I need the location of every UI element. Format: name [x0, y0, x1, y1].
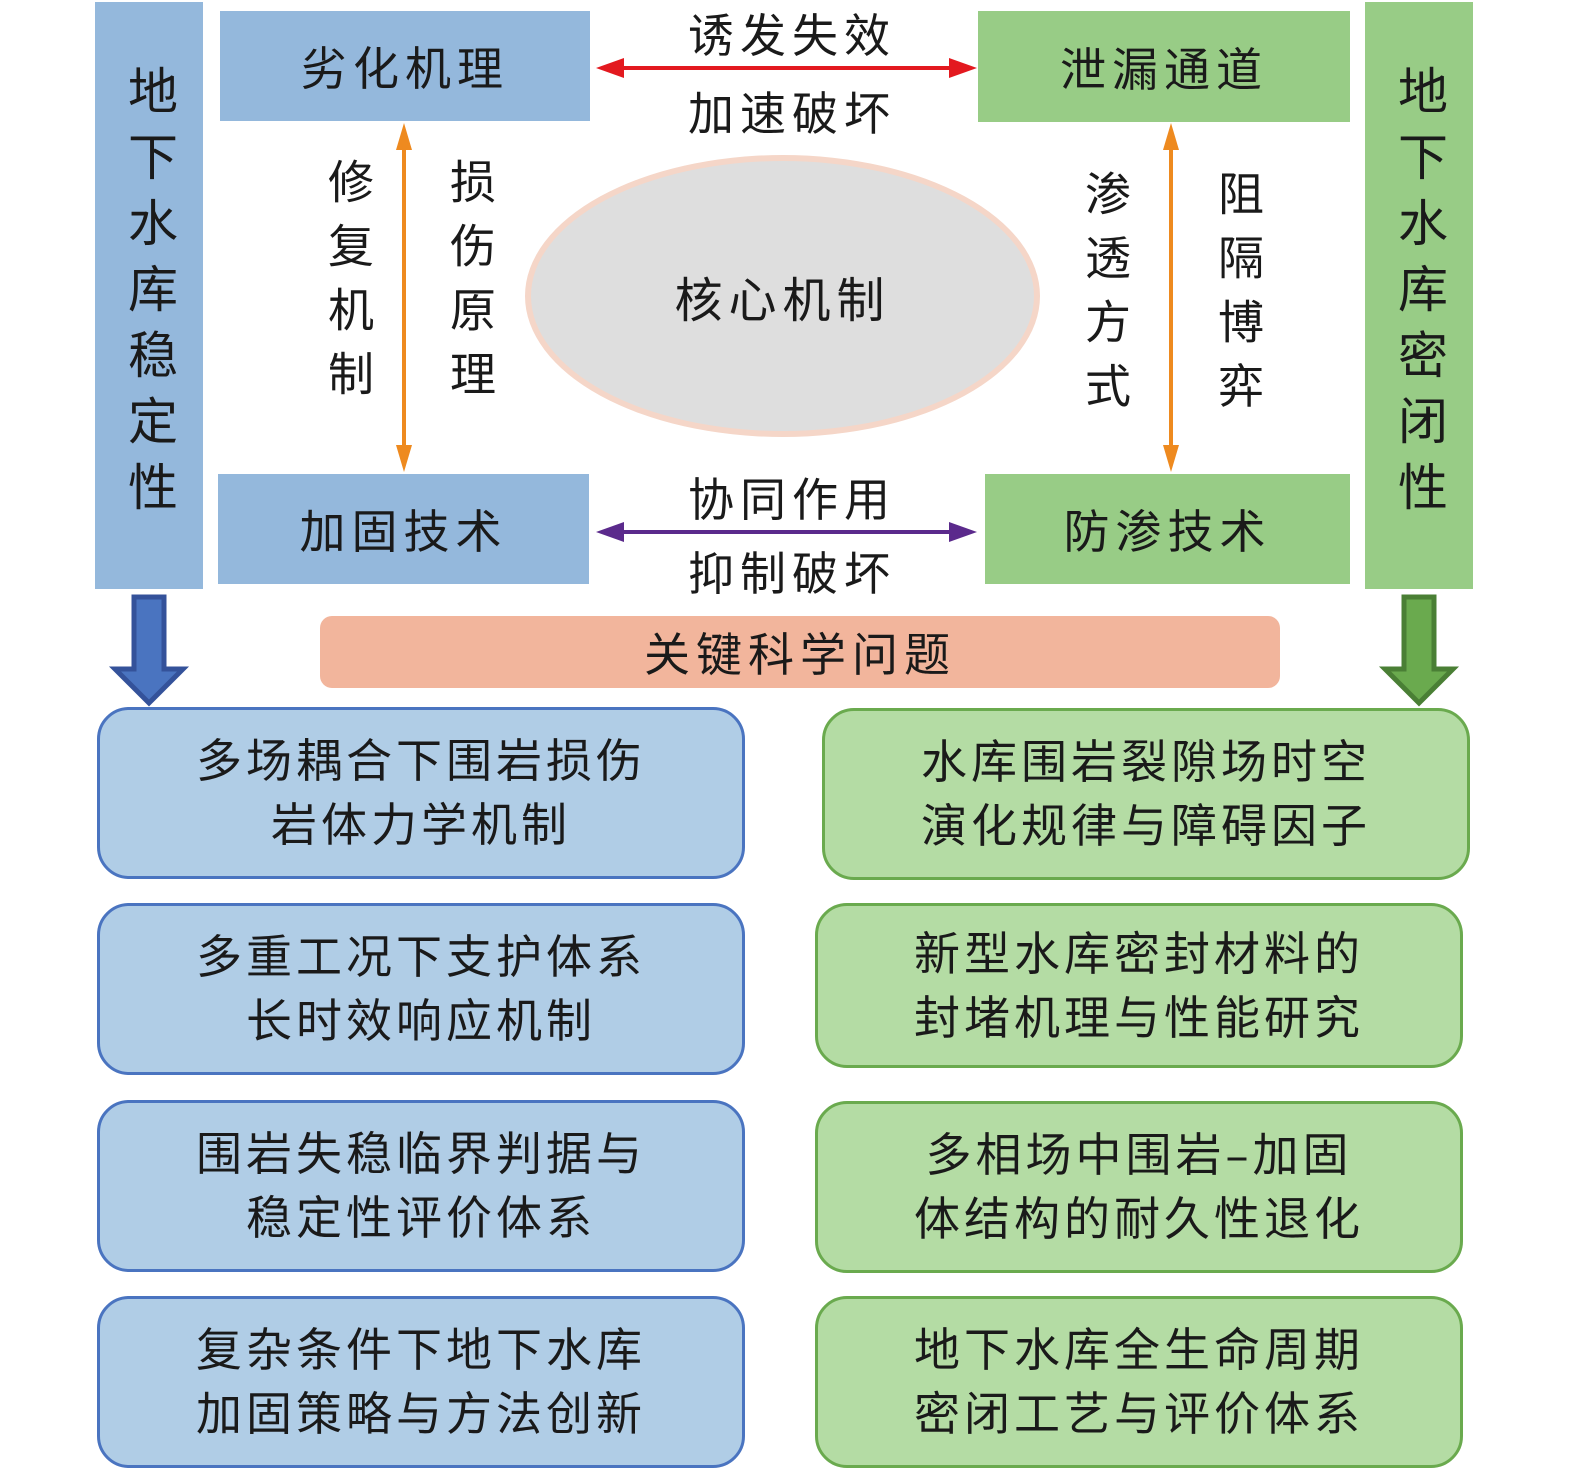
red-double-arrow [596, 58, 977, 78]
top-arrow-lower-label: 加速破坏 [688, 87, 896, 141]
right-inner-label: 渗透方式 [1078, 170, 1132, 426]
purple-double-arrow [596, 522, 977, 542]
right-issue-line: 多相场中围岩–加固 [925, 1128, 1353, 1182]
left-issue-line: 长时效响应机制 [246, 994, 596, 1048]
left-outer-label: 修复机制 [321, 158, 375, 414]
right-outer-label: 阻隔博弈 [1211, 170, 1265, 426]
box-reinforcement-tech: 加固技术 [218, 474, 589, 584]
box-antiseepage-tech-label: 防渗技术 [1063, 505, 1272, 559]
pillar-sealing: 地下水库密闭性 [1365, 2, 1473, 589]
box-antiseepage-tech: 防渗技术 [985, 474, 1350, 584]
right-issue-box: 水库围岩裂隙场时空 演化规律与障碍因子 [822, 708, 1470, 880]
left-issue-line: 稳定性评价体系 [246, 1191, 596, 1245]
right-issue-line: 地下水库全生命周期 [914, 1323, 1364, 1377]
left-inner-label: 损伤原理 [443, 158, 497, 414]
right-issue-line: 水库围岩裂隙场时空 [921, 735, 1371, 789]
left-issue-box: 复杂条件下地下水库 加固策略与方法创新 [97, 1296, 745, 1468]
box-degradation-mechanism: 劣化机理 [220, 11, 590, 121]
bottom-arrow-upper-label: 协同作用 [688, 473, 896, 527]
key-scientific-issues-banner: 关键科学问题 [320, 616, 1280, 688]
key-scientific-issues-label: 关键科学问题 [644, 628, 956, 682]
pillar-stability: 地下水库稳定性 [95, 2, 203, 589]
left-issue-line: 多重工况下支护体系 [196, 930, 646, 984]
left-issue-line: 复杂条件下地下水库 [196, 1323, 646, 1377]
orange-vertical-arrow-left [396, 123, 412, 472]
left-issue-box: 多重工况下支护体系 长时效响应机制 [97, 903, 745, 1075]
core-mechanism-label: 核心机制 [674, 273, 891, 329]
right-issue-line: 演化规律与障碍因子 [921, 799, 1371, 853]
orange-vertical-arrow-right [1163, 123, 1179, 472]
right-issue-line: 密闭工艺与评价体系 [914, 1387, 1364, 1441]
right-issue-line: 封堵机理与性能研究 [914, 990, 1364, 1045]
right-issue-line: 体结构的耐久性退化 [914, 1192, 1364, 1246]
right-issue-box: 新型水库密封材料的 封堵机理与性能研究 [815, 903, 1463, 1068]
core-mechanism-ellipse: 核心机制 [525, 155, 1040, 437]
left-issue-line: 岩体力学机制 [271, 798, 571, 852]
box-leakage-channel: 泄漏通道 [978, 11, 1350, 122]
left-issue-line: 多场耦合下围岩损伤 [196, 734, 646, 788]
box-leakage-channel-label: 泄漏通道 [1060, 42, 1268, 97]
bottom-arrow-lower-label: 抑制破坏 [688, 547, 896, 601]
right-issue-box: 地下水库全生命周期 密闭工艺与评价体系 [815, 1296, 1463, 1468]
left-issue-line: 围岩失稳临界判据与 [196, 1127, 646, 1181]
right-issue-line: 新型水库密封材料的 [914, 926, 1364, 981]
top-arrow-upper-label: 诱发失效 [688, 9, 896, 63]
green-down-arrow-icon [1378, 594, 1460, 707]
right-issue-box: 多相场中围岩–加固 体结构的耐久性退化 [815, 1101, 1463, 1273]
left-issue-box: 多场耦合下围岩损伤 岩体力学机制 [97, 707, 745, 879]
blue-down-arrow-icon [108, 594, 190, 707]
pillar-sealing-label: 地下水库密闭性 [1390, 64, 1448, 527]
left-issue-box: 围岩失稳临界判据与 稳定性评价体系 [97, 1100, 745, 1272]
pillar-stability-label: 地下水库稳定性 [120, 64, 178, 527]
box-reinforcement-tech-label: 加固技术 [299, 505, 508, 559]
box-degradation-mechanism-label: 劣化机理 [301, 42, 509, 96]
left-issue-line: 加固策略与方法创新 [196, 1387, 646, 1441]
